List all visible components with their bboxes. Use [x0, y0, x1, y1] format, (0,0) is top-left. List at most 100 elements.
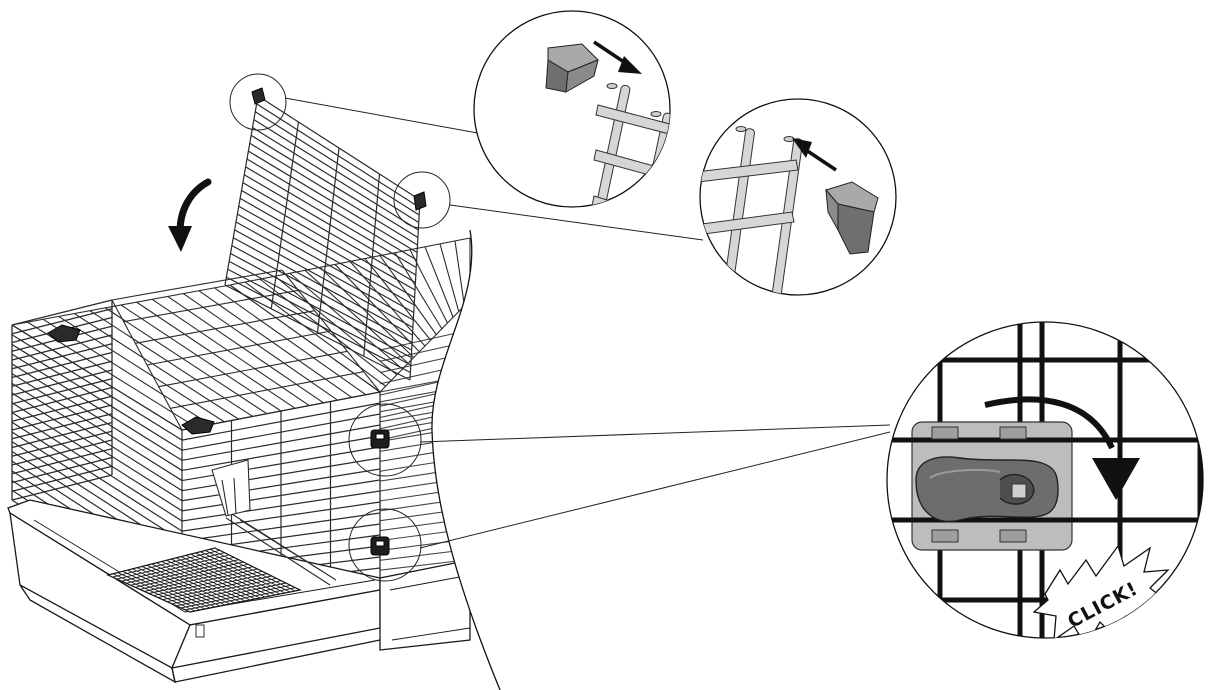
wire	[11, 392, 183, 502]
detail-cap-insert-right	[699, 98, 897, 296]
wire	[11, 353, 183, 461]
wire	[11, 363, 183, 471]
wire	[379, 548, 471, 561]
wire	[379, 384, 471, 403]
wire	[123, 289, 299, 323]
wire	[11, 334, 183, 441]
wire	[409, 199, 421, 381]
wire	[11, 378, 113, 405]
wire	[185, 554, 271, 597]
detail-markers	[229, 73, 451, 582]
wire	[205, 550, 291, 593]
wire	[11, 343, 183, 451]
wire	[363, 173, 381, 357]
wire	[111, 299, 183, 431]
wire	[379, 340, 471, 362]
wire	[224, 95, 259, 286]
detail-latch-click: CLICK!	[886, 321, 1204, 639]
wire	[166, 559, 251, 601]
wire	[11, 351, 113, 379]
wire	[190, 553, 276, 596]
cage	[7, 87, 471, 684]
wire	[259, 278, 392, 381]
wire	[132, 568, 216, 608]
wire	[379, 363, 471, 385]
wire	[11, 421, 183, 532]
wire	[170, 371, 364, 409]
roof-clips	[47, 87, 427, 435]
wire	[11, 395, 113, 422]
detail-cap-insert-left	[473, 10, 671, 208]
curved-arrow-icon	[984, 396, 1140, 500]
wire	[180, 556, 266, 598]
wire	[379, 425, 471, 443]
front-latch-clips	[370, 429, 390, 556]
wire	[11, 431, 183, 542]
wire	[394, 252, 443, 330]
wire	[270, 121, 300, 309]
wire	[214, 547, 301, 591]
wire	[105, 307, 268, 415]
wire	[439, 243, 460, 312]
wire	[120, 304, 282, 412]
wire	[182, 293, 338, 401]
wire	[379, 487, 471, 502]
leader-lines	[284, 97, 891, 549]
plastic-cap-icon	[545, 43, 599, 93]
plastic-cap-icon-2	[825, 181, 879, 255]
wire	[198, 290, 353, 398]
floor-grate	[106, 547, 302, 613]
wire	[11, 448, 113, 475]
wire	[11, 456, 113, 484]
wire	[141, 566, 226, 606]
wire	[379, 419, 471, 441]
wire	[127, 569, 211, 609]
wire	[146, 564, 231, 605]
wire	[58, 315, 225, 423]
straight-arrow-icon-2	[792, 138, 837, 172]
wire	[112, 573, 196, 612]
wire	[89, 310, 254, 417]
wire	[11, 402, 183, 512]
wire	[117, 572, 201, 611]
wire	[167, 295, 324, 404]
wire	[209, 548, 296, 592]
wire	[107, 574, 191, 613]
wire	[171, 558, 256, 600]
wire	[151, 563, 236, 604]
wire	[146, 330, 332, 366]
wire	[11, 439, 113, 466]
curved-arrow-down-icon	[168, 178, 212, 252]
wire	[73, 313, 239, 420]
wire	[11, 308, 113, 335]
wire	[11, 373, 183, 482]
wire	[11, 404, 113, 431]
latch-handle	[915, 456, 1059, 522]
wire	[214, 287, 367, 396]
wire	[11, 386, 113, 414]
wire	[158, 350, 348, 388]
wire	[200, 551, 286, 594]
wire	[379, 396, 471, 419]
wire	[316, 147, 340, 333]
wire	[11, 360, 113, 387]
wire	[364, 258, 432, 341]
wire	[379, 538, 471, 551]
wire	[156, 562, 241, 603]
wire	[11, 382, 183, 492]
wire	[136, 301, 296, 409]
hinged-lid	[224, 95, 421, 381]
straight-arrow-icon	[593, 40, 642, 74]
wire	[11, 411, 183, 522]
wire	[379, 255, 437, 335]
inner-ramp	[211, 459, 337, 586]
wire	[379, 517, 471, 532]
wire	[424, 246, 454, 318]
wire	[122, 570, 206, 610]
wire	[195, 552, 281, 595]
wire	[161, 561, 246, 602]
wire	[229, 284, 381, 393]
wire	[11, 299, 113, 326]
wire	[11, 465, 113, 492]
